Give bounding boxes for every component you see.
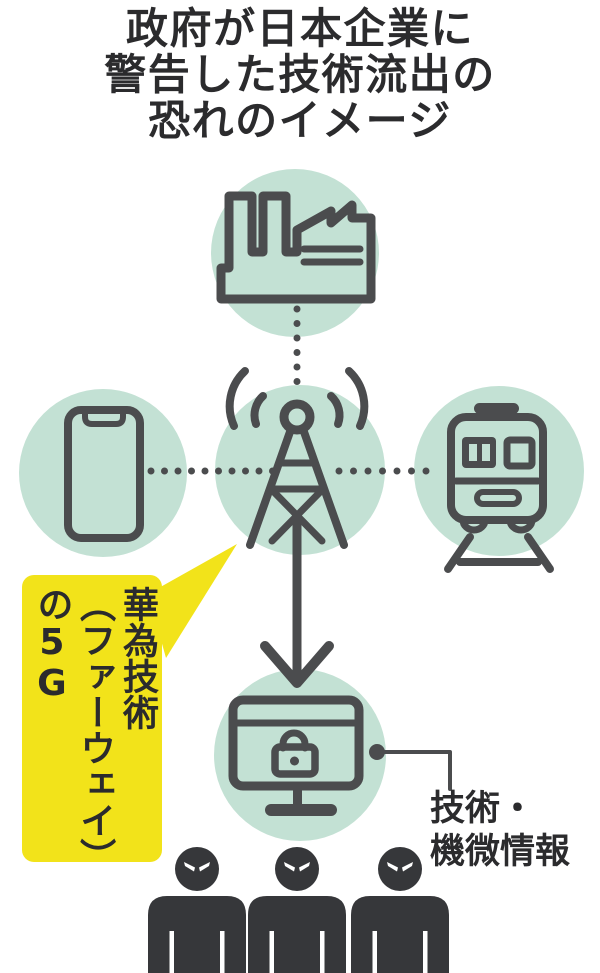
signal-arc-inner-right [327,392,344,428]
title-line-1: 政府が日本企業に [125,4,474,53]
callout-connector [369,744,452,791]
monitor-circle [214,669,386,841]
signal-arc-outer-right [345,367,369,430]
callout-line-1: 技術・ [430,789,536,829]
bubble-column-2: （ファーウェイ） [74,586,116,874]
signal-arc-inner-left [250,392,267,428]
title-line-3: 恐れのイメージ [148,96,452,146]
spy-figure [248,847,346,973]
speech-bubble-text: 華為技術 （ファーウェイ） の5G [24,586,158,874]
padlock-icon [271,729,319,778]
bubble-column-1: 華為技術 [117,586,158,730]
speech-bubble [22,544,237,862]
smartphone-icon [64,406,144,542]
speech-bubble-tail [148,544,237,658]
spy-figure [351,847,449,973]
page-title: 政府が日本企業に 警告した技術流出の 恐れのイメージ [0,4,600,146]
callout-dot [369,744,385,760]
train-icon [444,403,554,573]
callout-line-2: 機微情報 [430,832,571,873]
bubble-5g: 5G [31,622,73,704]
callout-label: 技術・ 機微情報 [430,788,570,875]
down-arrow [260,516,334,688]
cell-tower-icon [225,367,369,549]
spy-figure [148,847,246,973]
spy-figures-icon [148,847,449,973]
bubble-column-3: の5G [30,586,73,858]
smartphone-circle [19,389,187,557]
signal-arc-outer-left [225,367,249,430]
factory-icon [216,191,376,304]
title-line-2: 警告した技術流出の [104,50,496,100]
monitor-lock-icon [228,695,364,816]
bubble-kana: の [31,586,73,622]
